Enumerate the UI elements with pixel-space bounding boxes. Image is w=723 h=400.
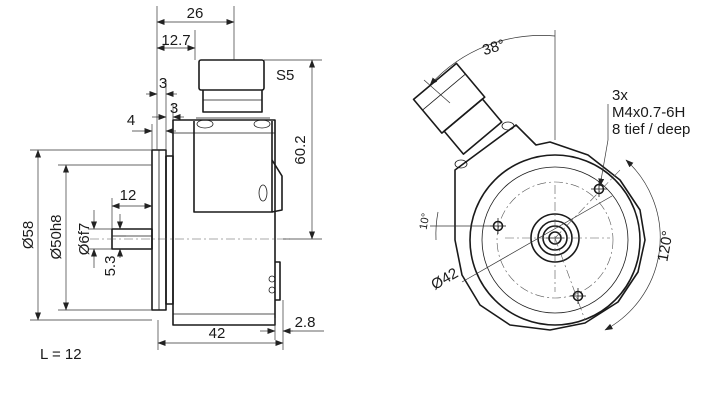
angle-38-annotation: 38° — [423, 30, 556, 140]
dim-4-label: 4 — [127, 112, 135, 129]
thread-depth-label: 8 tief / deep — [612, 121, 690, 138]
dia-42-label: Ø42 — [428, 265, 461, 294]
dim-2-8: 2.8 — [260, 314, 324, 340]
dim-5-3-label: 5.3 — [102, 256, 119, 277]
thread-count-label: 3x — [612, 87, 628, 104]
dim-body-42: 42 — [157, 300, 284, 350]
angle-10-label: 10° — [418, 212, 433, 230]
angle-120-annotation: 120° — [604, 159, 677, 331]
connector-angled — [412, 62, 515, 169]
side-view: 26 12.7 3 3 4 S5 — [20, 5, 324, 363]
dim-50h8-label: Ø50h8 — [48, 214, 65, 259]
dim-3-upper-label: 3 — [159, 75, 167, 92]
dim-60-2-label: 60.2 — [292, 135, 309, 164]
dim-2-8-label: 2.8 — [295, 314, 316, 331]
dim-26-label: 26 — [187, 5, 204, 22]
mounting-flange — [151, 149, 174, 311]
dim-12-7-label: 12.7 — [161, 32, 190, 49]
dim-3-lower-label: 3 — [170, 100, 178, 117]
front-view: 38° — [412, 30, 690, 331]
angle-10-annotation: 10° — [418, 211, 494, 241]
dim-12-label: 12 — [120, 187, 137, 204]
dim-58-label: Ø58 — [20, 221, 37, 249]
dim-width-26: 26 — [156, 5, 235, 150]
dim-dia-6f7: Ø6f7 — [76, 210, 112, 268]
dim-dia-50h8: Ø50h8 — [48, 164, 152, 311]
dim-42-label: 42 — [209, 325, 226, 342]
dim-width-12-7: 12.7 — [156, 30, 196, 60]
connector-s5-label: S5 — [276, 67, 294, 84]
thread-holes — [490, 181, 607, 304]
dim-height-60-2: 60.2 — [264, 59, 322, 240]
variant-note: L = 12 — [40, 346, 82, 363]
angle-38-label: 38° — [480, 36, 507, 59]
angle-120-label: 120° — [655, 229, 677, 263]
encoder-body — [172, 119, 281, 326]
dim-6f7-label: Ø6f7 — [76, 223, 93, 256]
dim-5-3: 5.3 — [102, 214, 126, 276]
front-view-center-lines — [505, 169, 621, 321]
dim-shaft-12: 12 — [111, 187, 153, 229]
dim-4: 4 — [127, 112, 176, 150]
connector-s5 — [193, 59, 283, 213]
dim-dia-58: Ø58 — [20, 149, 152, 321]
thread-note: 3x M4x0.7-6H 8 tief / deep — [598, 87, 690, 187]
dim-3-lower: 3 — [152, 100, 184, 120]
thread-spec-label: M4x0.7-6H — [612, 104, 685, 121]
